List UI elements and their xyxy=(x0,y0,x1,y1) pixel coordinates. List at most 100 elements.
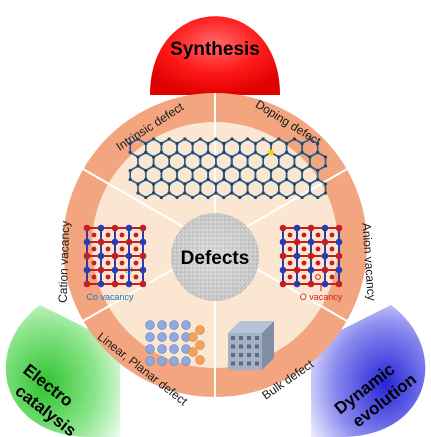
carbon-atom xyxy=(222,195,226,200)
carbon-atom xyxy=(300,177,304,182)
carbon-atom xyxy=(152,137,156,141)
carbon-atom xyxy=(167,164,171,168)
carbon-atom xyxy=(277,164,281,168)
carbon-atom xyxy=(183,164,187,168)
carbon-atom xyxy=(246,164,250,168)
oxygen-atom xyxy=(287,260,293,266)
carbon-atom xyxy=(198,182,202,186)
host-atom xyxy=(169,332,179,342)
lattice-atom xyxy=(335,280,343,288)
oxygen-atom xyxy=(91,246,97,252)
carbon-atom xyxy=(238,177,242,182)
carbon-atom xyxy=(128,168,132,173)
carbon-atom xyxy=(246,137,250,141)
host-atom xyxy=(157,356,167,366)
lattice-atom xyxy=(139,238,147,246)
host-atom xyxy=(169,356,179,366)
carbon-atom xyxy=(175,141,179,146)
carbon-atom xyxy=(152,182,156,186)
carbon-atom xyxy=(253,177,257,182)
co-vacancy-label: Co vacancy xyxy=(86,292,134,302)
carbon-atom xyxy=(222,168,226,173)
lattice-atom xyxy=(279,238,287,246)
lattice-atom xyxy=(139,252,147,260)
center-texture xyxy=(171,213,259,301)
intrinsic-defect-graphene xyxy=(128,137,234,200)
carbon-atom xyxy=(222,150,226,155)
carbon-atom xyxy=(152,191,156,195)
oxygen-atom xyxy=(91,260,97,266)
carbon-atom xyxy=(238,141,242,146)
cation-vacancy-lattice xyxy=(83,224,147,288)
carbon-atom xyxy=(175,168,179,173)
carbon-atom xyxy=(246,191,250,195)
oxygen-atom xyxy=(133,246,139,252)
carbon-atom xyxy=(198,164,202,168)
ring-label-cation: Cation vacancy xyxy=(56,221,73,303)
carbon-atom xyxy=(144,195,148,200)
carbon-atom xyxy=(292,191,296,195)
planar-defect-atom xyxy=(188,347,198,357)
carbon-atom xyxy=(292,164,296,168)
carbon-atom xyxy=(152,164,156,168)
cube-pore xyxy=(247,353,251,357)
lattice-atom xyxy=(83,266,91,274)
carbon-atom xyxy=(285,150,289,155)
carbon-atom xyxy=(159,150,163,155)
lattice-atom xyxy=(307,224,315,232)
cube-pore xyxy=(239,344,243,349)
carbon-atom xyxy=(128,141,132,146)
oxygen-atom xyxy=(133,260,139,266)
oxygen-atom xyxy=(119,246,125,252)
carbon-atom xyxy=(167,191,171,195)
carbon-atom xyxy=(300,150,304,155)
oxygen-atom xyxy=(315,246,321,252)
carbon-atom xyxy=(316,168,320,173)
planar-defect-atom xyxy=(195,355,205,365)
host-atom xyxy=(169,344,179,354)
petal-dynamic-evolution: Dynamic evolution xyxy=(311,305,426,437)
lattice-atom xyxy=(279,266,287,274)
lattice-atom xyxy=(83,252,91,260)
carbon-atom xyxy=(261,137,265,141)
lattice-atom xyxy=(335,238,343,246)
carbon-atom xyxy=(323,191,328,195)
carbon-atom xyxy=(246,155,250,159)
oxygen-atom xyxy=(329,274,335,280)
carbon-atom xyxy=(261,191,265,195)
carbon-atom xyxy=(308,155,312,159)
carbon-atom xyxy=(206,195,210,200)
lattice-atom xyxy=(279,280,287,288)
carbon-atom xyxy=(191,150,195,155)
petal-electrocatalysis: Electro catalysis xyxy=(5,305,120,437)
lattice-atom xyxy=(97,224,105,232)
carbon-atom xyxy=(316,177,320,182)
lattice-atom xyxy=(293,238,301,246)
synthesis-petal-shape xyxy=(150,16,280,95)
carbon-atom xyxy=(292,155,296,159)
host-atom xyxy=(145,332,155,342)
carbon-atom xyxy=(167,182,171,186)
dynamic-evolution-petal-shape xyxy=(311,305,426,437)
lattice-atom xyxy=(307,252,315,260)
carbon-atom xyxy=(159,177,163,182)
lattice-atom xyxy=(321,224,329,232)
carbon-atom xyxy=(136,137,140,141)
carbon-atom xyxy=(214,164,218,168)
carbon-atom xyxy=(136,155,140,159)
petal-synthesis: Synthesis xyxy=(150,16,280,95)
planar-defect-atom xyxy=(195,340,205,350)
carbon-atom xyxy=(144,150,148,155)
cube-pore xyxy=(231,353,235,357)
carbon-atom xyxy=(152,155,156,159)
lattice-atom xyxy=(125,238,133,246)
carbon-atom xyxy=(261,164,265,168)
cube-pore xyxy=(231,336,235,340)
host-atom xyxy=(157,332,167,342)
lattice-atom xyxy=(293,280,301,288)
carbon-atom xyxy=(323,182,328,186)
carbon-atom xyxy=(308,182,312,186)
carbon-atom xyxy=(277,191,281,195)
